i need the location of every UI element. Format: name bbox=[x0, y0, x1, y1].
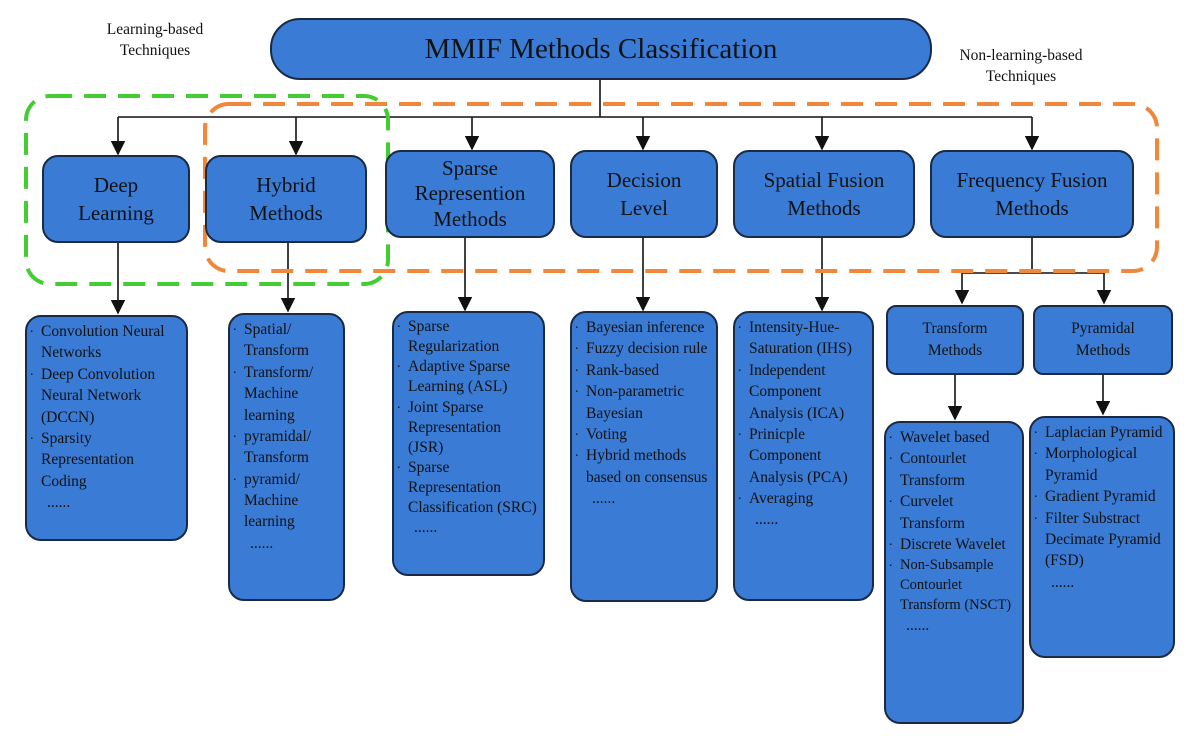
list-more: ...... bbox=[906, 617, 930, 635]
list-item: Voting bbox=[575, 422, 710, 445]
list-item: pyramid/ Machine learning bbox=[233, 467, 337, 533]
list-more: ...... bbox=[414, 519, 438, 537]
list-more: ...... bbox=[1051, 573, 1075, 591]
category-label: Deep Learning bbox=[78, 172, 154, 225]
list-deep-learning-methods: Convolution Neural Networks Deep Convolu… bbox=[25, 315, 188, 541]
list-transform-methods: Wavelet based Contourlet Transform Curve… bbox=[884, 421, 1024, 724]
list-item: Sparse Regularization bbox=[397, 315, 537, 357]
root-node: MMIF Methods Classification bbox=[270, 18, 932, 80]
list-decision-methods: Bayesian inference Fuzzy decision rule R… bbox=[570, 311, 718, 602]
list-item: Transform/ Machine learning bbox=[233, 360, 337, 426]
list-more: ...... bbox=[250, 534, 274, 552]
list-item: Hybrid methods based on consensus bbox=[575, 443, 710, 488]
list-item: Rank-based bbox=[575, 358, 710, 381]
list-item: Curvelet Transform bbox=[889, 489, 1018, 534]
list-item: Sparsity Representation Coding bbox=[30, 426, 180, 492]
list-item: Morphological Pyramid bbox=[1034, 441, 1169, 486]
list-pyramidal-methods: Laplacian Pyramid Morphological Pyramid … bbox=[1029, 416, 1175, 658]
list-item: Convolution Neural Networks bbox=[30, 319, 180, 364]
list-item: Prinicple Component Analysis (PCA) bbox=[738, 422, 866, 488]
category-label: Decision Level bbox=[606, 167, 682, 220]
learning-techniques-label: Learning-based Techniques bbox=[106, 21, 204, 59]
list-item: Independent Component Analysis (ICA) bbox=[738, 358, 866, 424]
list-item: Intensity-Hue-Saturation (IHS) bbox=[738, 315, 866, 360]
category-label: Sparse Represention Methods bbox=[414, 156, 526, 231]
non-learning-group-outline bbox=[203, 102, 1159, 273]
list-item: Discrete Wavelet bbox=[889, 532, 1018, 555]
list-item: Bayesian inference bbox=[575, 315, 710, 338]
list-item: Contourlet Transform bbox=[889, 446, 1018, 491]
category-label: Spatial Fusion Methods bbox=[763, 167, 885, 220]
list-sparse-methods: Sparse Regularization Adaptive Sparse Le… bbox=[392, 311, 545, 576]
list-spatial-methods: Intensity-Hue-Saturation (IHS) Independe… bbox=[733, 311, 874, 601]
category-deep-learning: Deep Learning bbox=[42, 155, 190, 243]
list-item: Averaging bbox=[738, 486, 866, 509]
category-spatial-fusion: Spatial Fusion Methods bbox=[733, 150, 915, 238]
subgroup-transform-methods: Transform Methods bbox=[886, 305, 1024, 375]
list-item: Sparse Representation Classification (SR… bbox=[397, 456, 537, 518]
list-item: Gradient Pyramid bbox=[1034, 484, 1169, 507]
list-item: Wavelet based bbox=[889, 425, 1018, 448]
category-label: Hybrid Methods bbox=[249, 172, 323, 225]
list-more: ...... bbox=[592, 490, 616, 507]
list-item: Filter Substract Decimate Pyramid (FSD) bbox=[1034, 505, 1169, 572]
category-sparse-representation: Sparse Represention Methods bbox=[385, 150, 555, 238]
list-item: Spatial/ Transform bbox=[233, 317, 337, 362]
list-item: Fuzzy decision rule bbox=[575, 336, 710, 359]
category-label: Frequency Fusion Methods bbox=[956, 167, 1108, 220]
subgroup-label: Pyramidal Methods bbox=[1071, 319, 1135, 359]
non-learning-techniques-label: Non-learning-based Techniques bbox=[959, 47, 1083, 85]
root-title: MMIF Methods Classification bbox=[424, 32, 778, 65]
category-hybrid-methods: Hybrid Methods bbox=[205, 155, 367, 243]
list-item: Joint Sparse Representation (JSR) bbox=[397, 396, 537, 458]
subgroup-label: Transform Methods bbox=[922, 319, 988, 359]
list-item: Non-Subsample Contourlet Transform (NSCT… bbox=[889, 553, 1018, 615]
subgroup-pyramidal-methods: Pyramidal Methods bbox=[1033, 305, 1173, 375]
category-decision-level: Decision Level bbox=[570, 150, 718, 238]
list-hybrid-methods: Spatial/ Transform Transform/ Machine le… bbox=[228, 313, 345, 601]
list-item: Non-parametric Bayesian bbox=[575, 379, 710, 424]
list-item: pyramidal/ Transform bbox=[233, 424, 337, 469]
list-more: ...... bbox=[755, 511, 779, 529]
list-item: Deep Convolution Neural Network (DCCN) bbox=[30, 362, 180, 428]
list-more: ...... bbox=[47, 494, 71, 511]
list-item: Adaptive Sparse Learning (ASL) bbox=[397, 355, 537, 397]
category-frequency-fusion: Frequency Fusion Methods bbox=[930, 150, 1134, 238]
list-item: Laplacian Pyramid bbox=[1034, 420, 1169, 443]
